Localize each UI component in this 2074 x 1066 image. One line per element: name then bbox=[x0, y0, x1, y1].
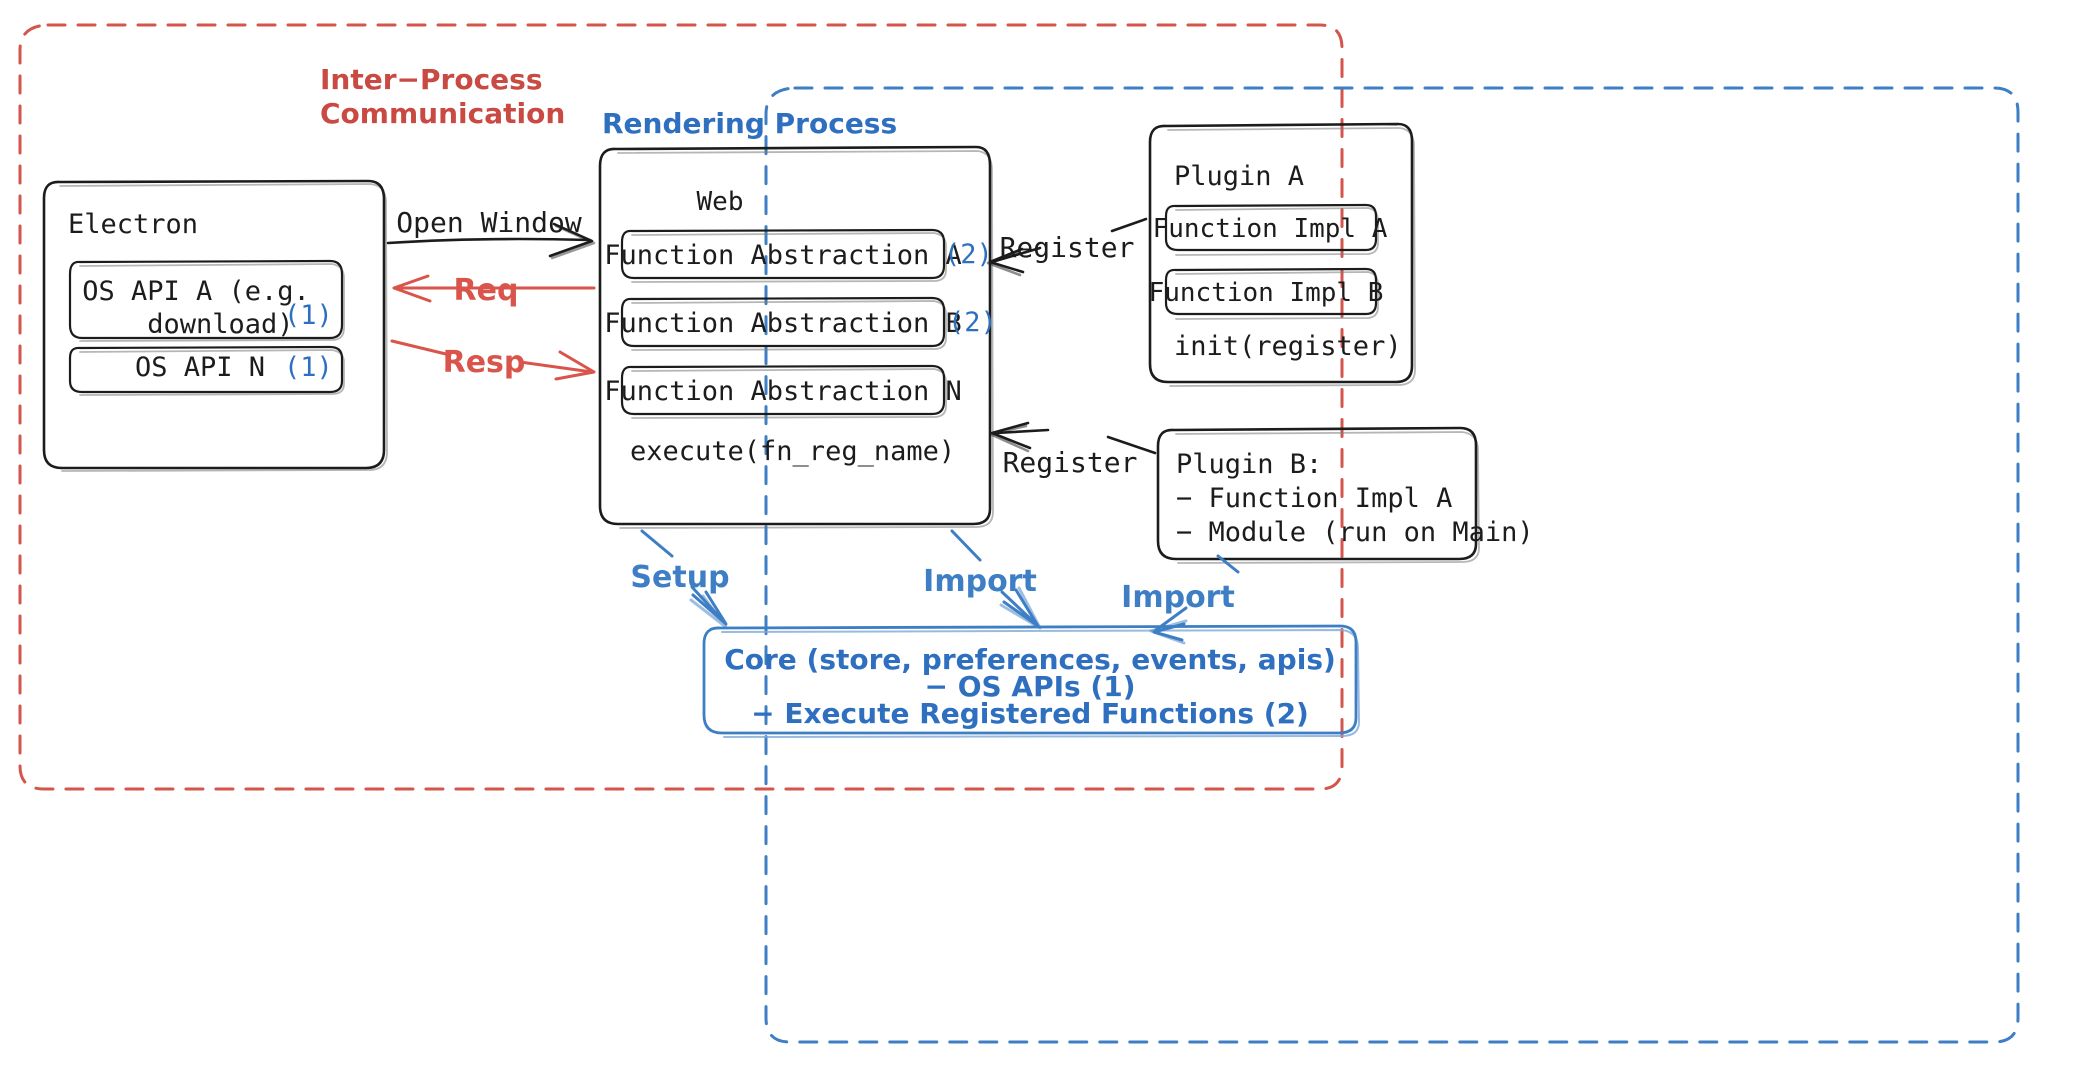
arrow-label-resp: Resp bbox=[442, 345, 526, 380]
region-inter-process-communication bbox=[18, 23, 1344, 791]
function-abstraction-a-label: Function Abstraction A bbox=[604, 240, 962, 271]
web-box bbox=[598, 145, 994, 529]
function-abstraction-n-label: Function Abstraction N bbox=[604, 376, 962, 407]
function-impl-a-box bbox=[1164, 203, 1379, 256]
function-abstraction-b-box bbox=[620, 296, 947, 351]
os-api-n-label: OS API N bbox=[134, 352, 266, 383]
arrow-resp bbox=[390, 339, 596, 381]
arrow-open-window bbox=[386, 222, 596, 260]
arrow-import-plugin-b bbox=[1149, 554, 1240, 645]
arrow-label-register-a: Register bbox=[999, 231, 1135, 264]
arrow-register-a bbox=[986, 217, 1148, 277]
arrow-label-req: Req bbox=[453, 273, 519, 308]
function-abstraction-b-tag: (2) bbox=[948, 307, 997, 338]
arrow-label-import-web: Import bbox=[923, 564, 1037, 599]
function-abstraction-a-tag: (2) bbox=[944, 239, 993, 270]
os-api-n-box bbox=[68, 345, 345, 396]
arrow-label-setup: Setup bbox=[630, 560, 730, 595]
arrow-label-open-window: Open Window bbox=[396, 206, 582, 239]
web-footer: execute(fn_reg_name) bbox=[630, 436, 956, 467]
os-api-a-label: OS API A (e.g. download) bbox=[82, 276, 310, 340]
function-abstraction-n-box bbox=[620, 364, 947, 419]
function-impl-b-label: Function Impl B bbox=[1148, 278, 1384, 308]
web-title: Web bbox=[696, 187, 744, 217]
function-abstraction-a-box bbox=[620, 228, 947, 283]
plugin-a-title: Plugin A bbox=[1174, 161, 1305, 192]
arrow-label-import-plugin-b: Import bbox=[1121, 580, 1235, 615]
os-api-n-tag: (1) bbox=[284, 352, 333, 383]
plugin-b-line-2: − Function Impl A bbox=[1176, 483, 1453, 514]
plugin-b-line-1: Plugin B: bbox=[1176, 449, 1323, 480]
electron-box bbox=[42, 179, 388, 472]
os-api-a-box bbox=[68, 259, 345, 342]
core-box bbox=[702, 624, 1361, 738]
arrow-label-register-b: Register bbox=[1002, 446, 1138, 479]
core-line-3: − Execute Registered Functions (2) bbox=[751, 697, 1309, 730]
plugin-a-footer: init(register) bbox=[1174, 331, 1402, 362]
plugin-b-box bbox=[1156, 426, 1480, 564]
electron-title: Electron bbox=[68, 209, 199, 240]
arrow-register-b bbox=[988, 421, 1157, 455]
region-label-rendering-process: Rendering Process bbox=[602, 107, 898, 140]
arrow-import-web bbox=[950, 529, 1042, 630]
core-line-1: Core (store, preferences, events, apis) bbox=[724, 643, 1336, 676]
region-label-ipc: Inter−Process Communication bbox=[320, 63, 566, 131]
core-line-2: − OS APIs (1) bbox=[924, 670, 1136, 703]
plugin-b-line-3: − Module (run on Main) bbox=[1176, 517, 1534, 548]
arrow-req bbox=[392, 274, 596, 303]
function-impl-b-box bbox=[1164, 267, 1379, 320]
function-abstraction-b-label: Function Abstraction B bbox=[604, 308, 962, 339]
os-api-a-tag: (1) bbox=[284, 300, 333, 331]
function-impl-a-label: Function Impl A bbox=[1152, 214, 1388, 244]
region-rendering-process bbox=[764, 86, 2020, 1044]
plugin-a-box bbox=[1148, 122, 1416, 387]
arrow-setup bbox=[640, 529, 728, 629]
